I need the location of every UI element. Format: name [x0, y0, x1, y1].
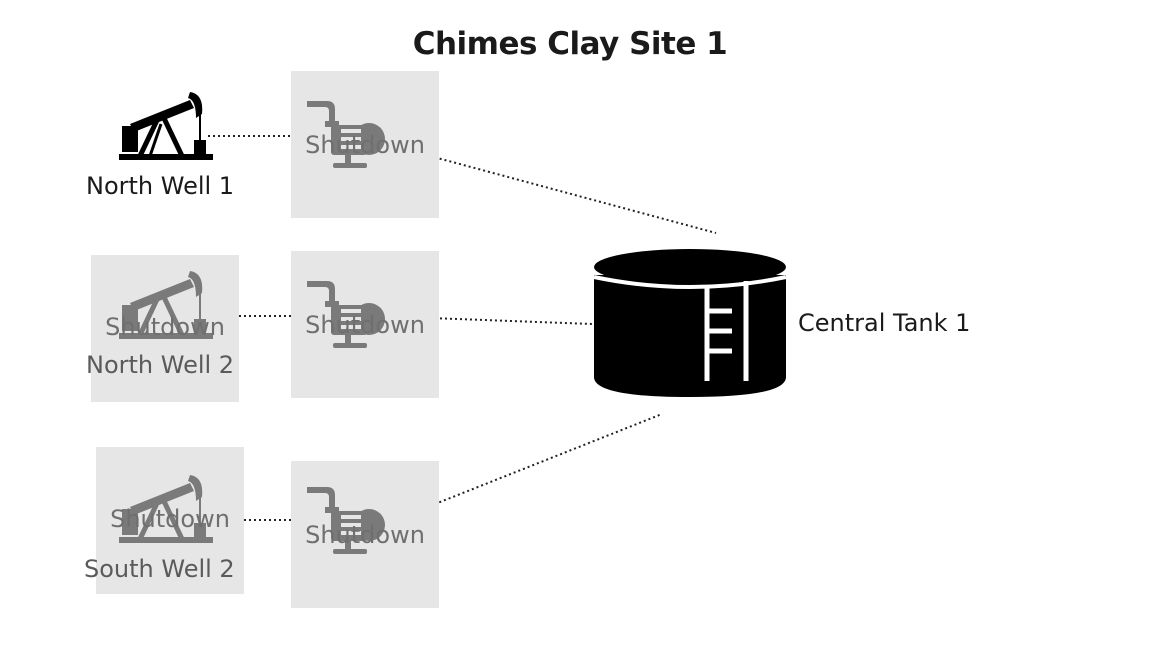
shutdown-overlay: [96, 447, 244, 594]
well-status: Shutdown: [105, 313, 225, 341]
link-pump1-tank: [429, 155, 717, 234]
pump-status: Shutdown: [305, 521, 425, 549]
pumpjack-icon: [119, 271, 213, 339]
pump-2[interactable]: Shutdown: [291, 251, 439, 398]
storage-tank-icon: [593, 249, 787, 397]
well-status: Shutdown: [110, 505, 230, 533]
pumpjack-icon: [119, 92, 213, 160]
shutdown-overlay: [91, 255, 239, 402]
well-north-1[interactable]: North Well 1: [80, 80, 260, 210]
site-title: Chimes Clay Site 1: [412, 26, 728, 62]
link-pump3-tank: [429, 413, 663, 507]
pump-status: Shutdown: [305, 131, 425, 159]
tank-label: Central Tank 1: [798, 309, 971, 337]
pump-1[interactable]: Shutdown: [291, 71, 439, 218]
well-south-2[interactable]: Shutdown South Well 2: [80, 447, 260, 597]
link-pump2-tank: [429, 317, 593, 325]
tank-central-1[interactable]: Central Tank 1: [590, 245, 1010, 405]
well-north-2[interactable]: Shutdown North Well 2: [80, 255, 260, 405]
well-label: North Well 1: [86, 172, 235, 200]
well-label: South Well 2: [84, 555, 235, 583]
pumpjack-icon: [119, 475, 213, 543]
pump-icon: [307, 101, 385, 168]
pump-icon: [307, 487, 385, 554]
pump-status: Shutdown: [305, 311, 425, 339]
well-label: North Well 2: [86, 351, 235, 379]
pump-icon: [307, 281, 385, 348]
pump-3[interactable]: Shutdown: [291, 461, 439, 608]
